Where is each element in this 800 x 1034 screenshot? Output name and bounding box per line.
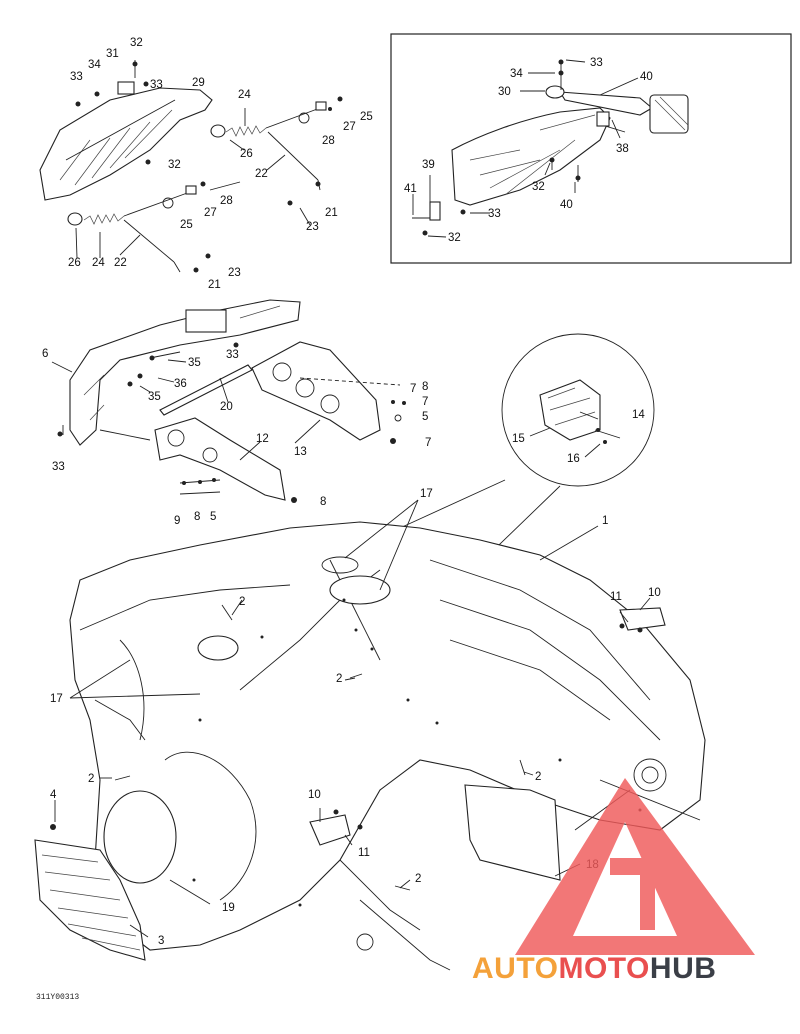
callout-33: 33 [52,461,65,473]
figure-code: 311Y00313 [36,993,80,1002]
callout-5: 5 [422,411,428,423]
callout-29: 29 [192,77,205,89]
callout-26: 26 [240,148,253,160]
callout-25: 25 [180,219,193,231]
callout-34: 34 [88,59,101,71]
callout-33: 33 [226,349,239,361]
callout-9: 8 [422,381,428,393]
callout-28: 28 [322,135,335,147]
callout-25: 25 [360,111,373,123]
callout-12: 12 [256,433,269,445]
callout-33: 33 [590,57,603,69]
callout-15: 15 [512,433,525,445]
callout-7: 7 [410,383,416,395]
callout-14: 14 [632,409,645,421]
callout-2: 2 [535,771,541,783]
leader-lines [51,108,651,938]
callout-22: 22 [255,168,268,180]
automotohub-logo-text: AUTOMOTOHUB [472,952,716,986]
callout-35: 35 [148,391,161,403]
automotohub-logo-mark [515,778,755,955]
callout-23: 23 [306,221,319,233]
callout-2: 2 [239,596,245,608]
callout-labels: 32 31 34 33 33 29 32 24 25 27 28 26 22 2… [42,37,661,947]
callout-39: 40 [640,71,653,83]
callout-24: 24 [238,89,251,101]
callout-5: 5 [210,511,216,523]
inset-detail-box [390,33,792,264]
callout-23: 23 [228,267,241,279]
logo-moto: MOTO [558,952,650,985]
callout-16: 16 [567,453,580,465]
logo-auto: AUTO [472,952,559,985]
callout-33: 33 [150,79,163,91]
callout-20: 20 [220,401,233,413]
callout-27: 27 [343,121,356,133]
callout-4: 4 [50,789,57,801]
callout-19: 19 [222,902,235,914]
callout-34: 34 [510,68,523,80]
callout-32: 32 [168,159,181,171]
callout-8: 8 [194,511,200,523]
callout-10: 10 [648,587,661,599]
callout-7: 7 [425,437,431,449]
callout-30: 30 [498,86,511,98]
callout-11: 11 [358,847,370,859]
callout-1: 1 [602,515,608,527]
callout-28: 28 [220,195,233,207]
callout-26: 26 [68,257,81,269]
callout-21: 21 [208,279,221,291]
callout-11: 11 [610,591,622,603]
callout-27: 27 [204,207,217,219]
callout-32: 32 [448,232,461,244]
callout-8: 7 [422,396,428,408]
callout-40: 40 [560,199,573,211]
callout-33: 33 [488,208,501,220]
callout-41: 41 [404,183,417,195]
callout-32: 32 [532,181,545,193]
callout-9: 9 [174,515,180,527]
callout-38: 39 [422,159,435,171]
callout-17: 17 [420,488,433,500]
callout-31: 31 [106,48,119,60]
callout-17: 17 [50,693,63,705]
top-left-bumper-group [39,60,343,273]
main-body-tub [34,521,706,971]
callout-2: 2 [88,773,94,785]
callout-6: 6 [42,348,48,360]
callout-3: 3 [158,935,164,947]
callout-21: 21 [325,207,338,219]
callout-37: 38 [616,143,629,155]
callout-22: 22 [114,257,127,269]
callout-10: 10 [308,789,321,801]
callout-7: 8 [320,496,326,508]
callout-33: 33 [70,71,83,83]
callout-2: 2 [336,673,342,685]
callout-24: 24 [92,257,105,269]
logo-hub: HUB [649,952,717,985]
callout-36: 36 [174,378,187,390]
callout-2: 2 [415,873,421,885]
callout-13: 13 [294,446,307,458]
callout-32: 32 [130,37,143,49]
callout-35: 35 [188,357,201,369]
